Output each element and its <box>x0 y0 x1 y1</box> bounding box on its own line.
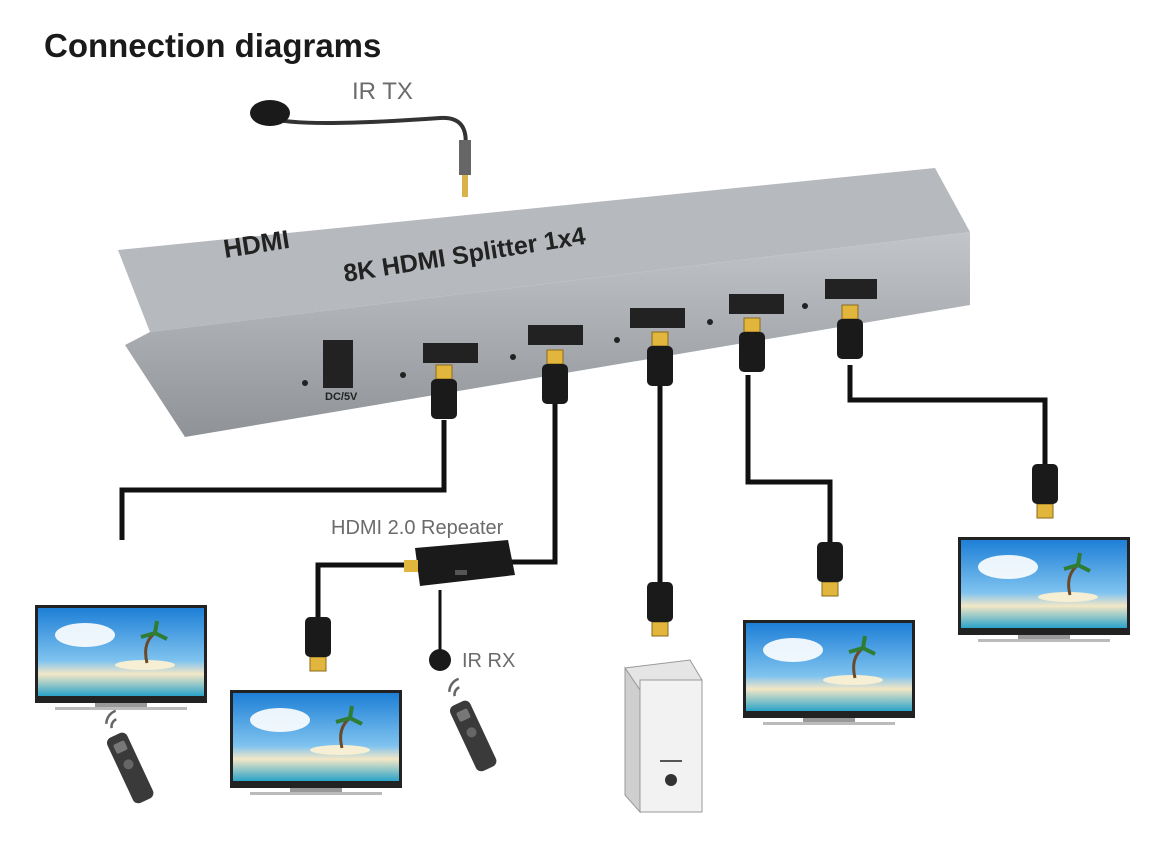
hdmi-splitter: HDMI 8K HDMI Splitter 1x4 DC/5V <box>118 168 970 437</box>
repeater-label: HDMI 2.0 Repeater <box>331 517 504 539</box>
monitor-1 <box>33 603 209 712</box>
remote-2-icon <box>437 677 500 775</box>
ir-tx-sensor <box>250 100 471 197</box>
hdmi-repeater <box>404 540 515 671</box>
ir-tx-label: IR TX <box>352 78 413 105</box>
hdmi-cables <box>119 365 1048 650</box>
monitor-2 <box>228 688 404 797</box>
pc-tower <box>624 659 703 814</box>
monitor-4 <box>956 535 1132 644</box>
ir-rx-sensor <box>429 649 451 671</box>
remote-1-icon <box>94 709 157 807</box>
page-title: Connection diagrams <box>44 27 382 64</box>
power-port-label: DC/5V <box>325 391 358 403</box>
ir-rx-label: IR RX <box>462 650 516 672</box>
power-port <box>323 340 353 388</box>
monitor-3 <box>741 618 917 727</box>
